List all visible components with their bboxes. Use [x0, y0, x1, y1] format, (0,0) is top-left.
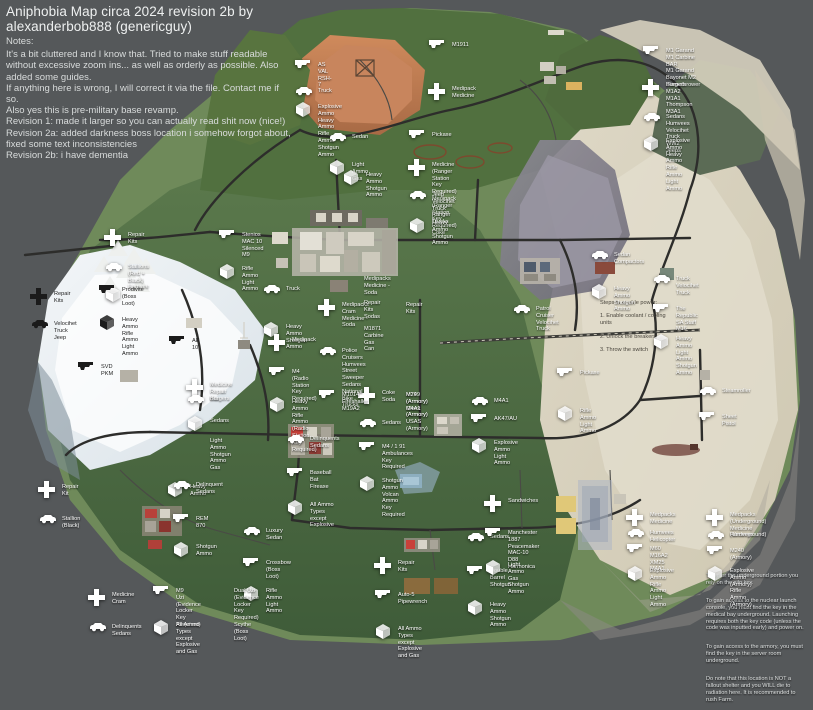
structures [94, 30, 710, 594]
notes-body: It's a bit cluttered and I know that. Tr… [6, 49, 291, 162]
silo-guide-line-3: Do note that this location is NOT a fall… [706, 676, 796, 703]
notes-label: Notes: [6, 36, 34, 47]
map-notes-panel: Aniphobia Map circa 2024 revision 2b by … [6, 4, 306, 161]
terrain-base [28, 8, 805, 645]
silo-guide-line-2: To gain access to the armory, you must f… [706, 643, 803, 664]
map-title: Aniphobia Map circa 2024 revision 2b by … [6, 4, 254, 34]
map-canvas: Aniphobia Map circa 2024 revision 2b by … [6, 4, 805, 703]
